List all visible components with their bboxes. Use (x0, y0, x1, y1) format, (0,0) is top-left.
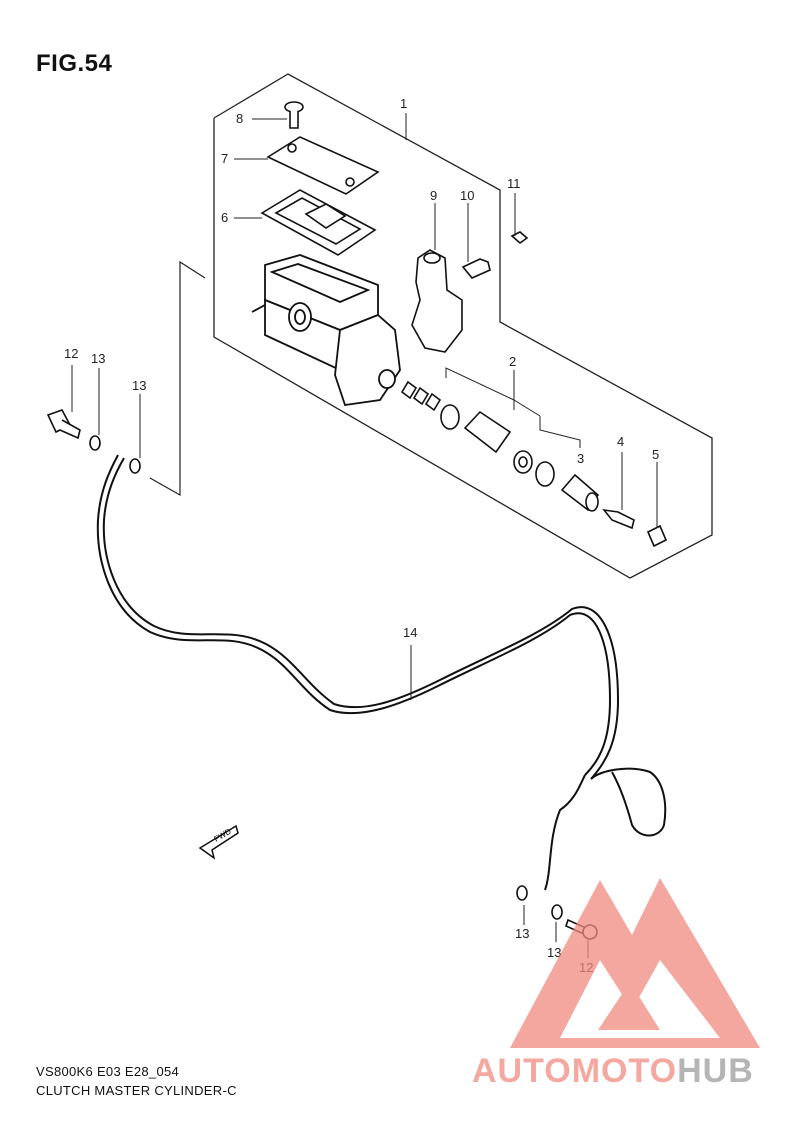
callout-9: 9 (430, 188, 437, 203)
figure-title: FIG.54 (36, 50, 113, 77)
callout-1: 1 (400, 96, 407, 111)
callout-13-upper-a: 13 (91, 351, 105, 366)
callout-12-upper: 12 (64, 346, 78, 361)
master-cylinder-body (251, 254, 401, 406)
diagram-code: VS800K6 E03 E28_054 (36, 1064, 180, 1079)
callout-13-lower-b: 13 (547, 945, 561, 960)
callout-6: 6 (221, 210, 228, 225)
diagram-footer: VS800K6 E03 E28_054 CLUTCH MASTER CYLIND… (36, 1062, 237, 1100)
callout-10: 10 (460, 188, 474, 203)
clutch-hose-part-14 (96, 454, 667, 891)
assembly-bracket-left (149, 260, 206, 497)
lever-holder-part-9 (411, 249, 463, 353)
washer-part-13-a (89, 435, 101, 451)
washer-part-13-d (551, 904, 563, 920)
boot-part-3 (560, 473, 600, 512)
nut-part-5 (646, 524, 668, 548)
watermark-wordmark: AUTOMOTOHUB (472, 1052, 754, 1091)
callout-13-lower-a: 13 (515, 926, 529, 941)
callout-11: 11 (507, 176, 521, 191)
callout-2: 2 (509, 354, 516, 369)
callout-4: 4 (617, 434, 624, 449)
callout-5: 5 (652, 447, 659, 462)
watermark-part-moto: MOTO (571, 1052, 678, 1090)
callout-3: 3 (577, 451, 584, 466)
callout-13-upper-b: 13 (132, 378, 146, 393)
watermark-part-auto: AUTO (472, 1052, 572, 1090)
diaphragm-part-6 (260, 189, 377, 256)
bolt-part-10 (461, 258, 491, 279)
leader-lines (71, 113, 658, 958)
union-bolt-part-12-upper (46, 409, 81, 440)
washer-part-13-b (129, 458, 141, 474)
callout-8: 8 (236, 111, 243, 126)
watermark-part-hub: HUB (677, 1052, 754, 1090)
nut-part-11 (510, 231, 529, 245)
diagram-caption: CLUTCH MASTER CYLINDER-C (36, 1083, 237, 1098)
assembly-outline (213, 73, 713, 579)
watermark-logo (510, 878, 760, 1048)
forward-direction-arrow: FWD (198, 824, 239, 860)
screw-part-8 (284, 101, 304, 129)
piston-set-part-2 (400, 380, 555, 487)
washer-part-13-c (516, 885, 528, 901)
callout-14: 14 (403, 625, 417, 640)
callout-7: 7 (221, 151, 228, 166)
reservoir-cap-part-7 (266, 136, 380, 195)
push-rod-part-4 (602, 508, 635, 530)
